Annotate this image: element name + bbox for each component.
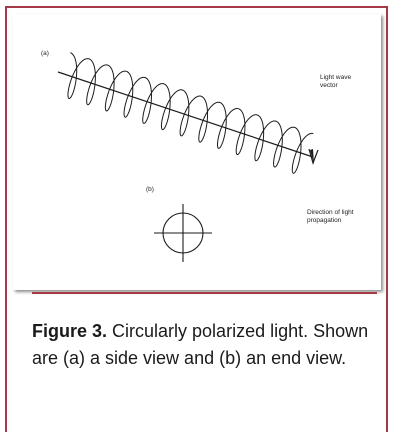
helix-side-view <box>67 52 314 174</box>
arrowhead <box>310 149 314 164</box>
diagram-svg <box>57 52 319 262</box>
propagation-axis <box>57 71 314 158</box>
figure-caption: Figure 3. Circularly polarized light. Sh… <box>32 318 372 372</box>
propagation-direction-label: Direction of light propagation <box>307 209 354 224</box>
end-view <box>154 204 212 262</box>
figure-label: Figure 3. <box>32 321 108 341</box>
caption-divider <box>32 292 377 294</box>
light-wave-vector-label: Light wave vector <box>320 74 352 89</box>
diagram-panel: (a) Light wave vector (b) Direction of l… <box>13 14 381 290</box>
arrowhead-tip <box>308 148 319 165</box>
figure-frame: (a) Light wave vector (b) Direction of l… <box>5 6 388 432</box>
part-b-label: (b) <box>146 186 154 193</box>
part-a-label: (a) <box>41 50 49 57</box>
caption-text: Circularly polarized light. Shown are (a… <box>32 321 369 368</box>
helix-coil <box>67 52 314 174</box>
